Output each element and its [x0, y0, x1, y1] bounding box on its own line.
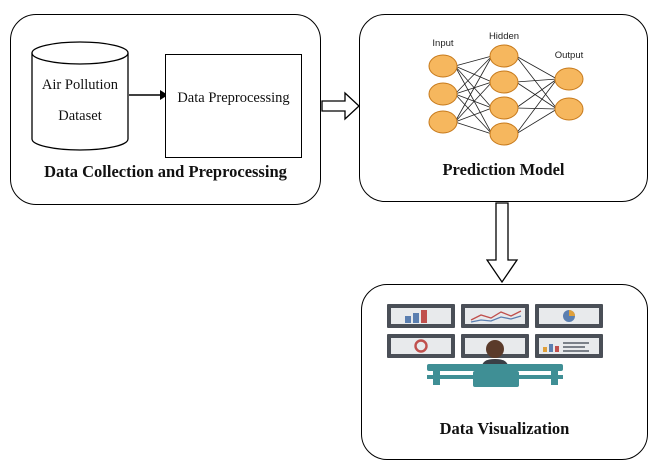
nn-output-node — [554, 97, 584, 121]
nn-hidden-label: Hidden — [489, 31, 519, 42]
dataset-label-line2: Dataset — [58, 108, 102, 124]
nn-connection — [454, 55, 493, 67]
dataset-label-line1: Air Pollution — [41, 77, 119, 93]
preprocessing-label: Data Preprocessing — [177, 90, 290, 106]
nn-connection — [454, 55, 493, 95]
nn-hidden-node — [489, 122, 519, 146]
nn-connection — [515, 78, 558, 135]
prediction-model-caption: Prediction Model — [442, 160, 565, 179]
preprocessing-box — [165, 54, 302, 158]
data-collection-caption: Data Collection and Preprocessing — [44, 162, 287, 181]
dashboard-operator-illustration — [387, 304, 603, 387]
nn-connection — [454, 81, 493, 95]
nn-connection — [454, 65, 493, 135]
data-visualization-caption: Data Visualization — [439, 419, 570, 438]
nn-input-node — [428, 82, 458, 106]
nn-connection — [515, 55, 558, 80]
desk-top — [427, 364, 563, 371]
nn-connection — [454, 93, 493, 135]
nn-input-node — [428, 110, 458, 134]
neural-network-icon: Input Hidden Output — [428, 31, 584, 146]
nn-connection — [515, 55, 558, 110]
nn-connection — [454, 65, 493, 109]
nn-connection — [515, 108, 558, 135]
nn-connection — [515, 78, 558, 109]
nn-connection — [515, 78, 558, 83]
nn-input-node — [428, 54, 458, 78]
nn-output-label: Output — [555, 50, 584, 61]
data-visualization-panel: Data Visualization — [361, 284, 648, 460]
dataset-to-preprocessing-arrow — [129, 90, 168, 100]
nn-hidden-node — [489, 96, 519, 120]
nn-connection — [454, 65, 493, 83]
nn-connection — [515, 81, 558, 110]
nn-connection — [454, 55, 493, 123]
nn-connection — [454, 107, 493, 123]
nn-hidden-node — [489, 70, 519, 94]
data-collection-panel: Air Pollution Dataset Data Preprocessing… — [10, 14, 321, 205]
collection-to-model-arrow — [321, 91, 360, 121]
model-to-visualization-arrow — [486, 202, 519, 284]
operator-head — [486, 340, 504, 358]
dataset-cylinder-icon — [31, 41, 129, 151]
nn-input-label: Input — [432, 38, 453, 49]
nn-output-node — [554, 67, 584, 91]
nn-hidden-node — [489, 44, 519, 68]
nn-connection — [454, 81, 493, 123]
nn-connection — [454, 121, 493, 135]
nn-connection — [515, 107, 558, 110]
nn-connection — [454, 93, 493, 109]
prediction-model-panel: Input Hidden Output Prediction Model — [359, 14, 648, 202]
